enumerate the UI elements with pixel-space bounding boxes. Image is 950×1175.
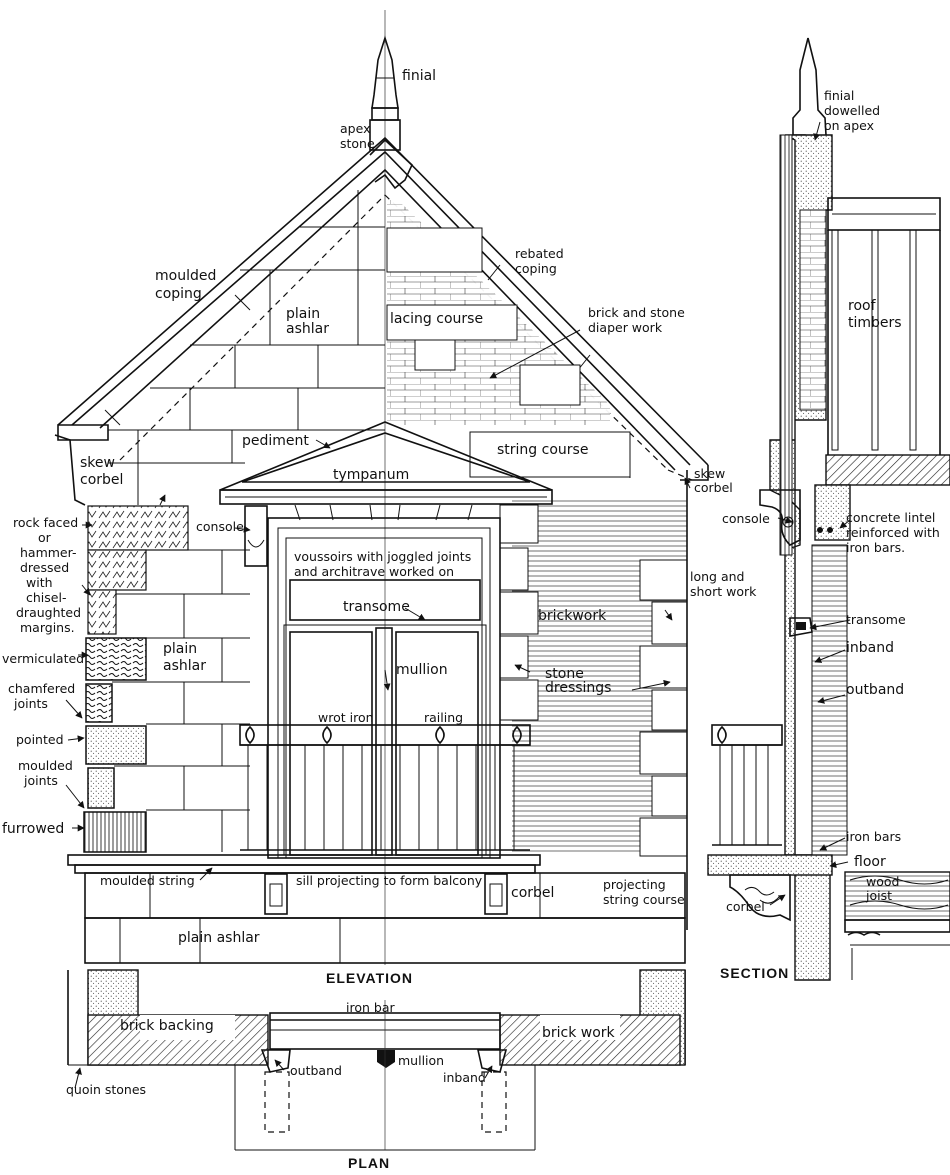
label-finial: finial [402,68,436,84]
label-finial-dowelled-1: finial [824,88,854,103]
label-plan-mullion: mullion [398,1053,444,1068]
dashed-line-left [119,194,386,461]
label-string-course: string course [497,442,588,458]
label-floor: floor [854,854,886,870]
label-roof-timbers-1: roof [848,298,877,314]
label-rock-faced-2: or [38,530,52,545]
label-lacing-course: lacing course [390,311,483,327]
label-moulded-joints-1: moulded [18,758,73,773]
label-apex-line2: stone [340,136,375,151]
label-tympanum: tympanum [333,467,409,483]
label-rebated-coping-2: coping [515,261,557,276]
label-section-transome: transome [846,612,906,627]
label-quoin-stones: quoin stones [66,1082,146,1097]
label-iron-bars: iron bars [846,829,901,844]
label-console: console [196,519,244,534]
label-brick-backing: brick backing [120,1018,214,1034]
label-moulded-coping-2: coping [155,286,202,302]
label-moulded-coping-1: moulded [155,268,216,284]
pediment-shape [219,421,553,567]
label-projecting-2: string course [603,892,685,907]
label-vermiculated: vermiculated [2,651,84,666]
label-concrete-lintel-1: concrete lintel [846,510,935,525]
label-section-console: console [722,511,770,526]
label-rock-faced-6: chisel- [26,590,66,605]
elevation-drawing [54,10,709,965]
diaper-work-area [386,200,631,478]
label-wrot-iron: wrot iron [318,710,374,725]
label-finial-dowelled-3: on apex [824,118,874,133]
section-drawing [707,37,950,981]
label-stone-dressings-2: dressings [545,680,611,696]
label-rock-faced-7: draughted [16,605,81,620]
label-corbel-elevation: corbel [511,885,554,901]
label-roof-timbers-2: timbers [848,315,902,331]
label-plain-ashlar-upper-2: ashlar [286,321,329,337]
label-sill: sill projecting to form balcony [296,873,483,888]
label-moulded-string: moulded string [100,873,195,888]
leader-lines [65,121,851,1089]
label-brick-work: brick work [542,1025,616,1041]
label-moulded-joints-2: joints [23,773,58,788]
label-rebated-coping-1: rebated [515,246,564,261]
label-skew-corbel-right-1: skew [694,466,725,481]
label-outband: outband [846,682,904,698]
label-chamfered-1: chamfered [8,681,75,696]
label-mullion: mullion [396,662,448,678]
label-plan-outband: outband [290,1063,342,1078]
label-rock-faced-3: hammer- [20,545,76,560]
label-voussoirs-2: and architrave worked on [294,564,454,579]
label-transome: transome [343,599,410,615]
plan-drawing [67,969,686,1151]
label-diaper-1: brick and stone [588,305,685,320]
finial-shape [369,35,401,151]
label-section-corbel: corbel [726,899,765,914]
label-concrete-lintel-3: iron bars. [846,540,905,555]
label-long-short-2: short work [690,584,757,599]
brickwork-area [499,470,688,930]
label-wood-joist-2: joist [865,888,892,903]
label-plain-ashlar-mid-2: ashlar [163,658,206,674]
label-pointed: pointed [16,732,64,747]
label-finial-dowelled-2: dowelled [824,103,880,118]
label-voussoirs-1: voussoirs with joggled joints [294,549,471,564]
label-rock-faced-4: dressed [20,560,69,575]
moulded-string [67,854,686,964]
label-projecting-1: projecting [603,877,666,892]
label-iron-bar: iron bar [346,1000,395,1015]
label-long-short-1: long and [690,569,744,584]
rock-faced-label-group: rock faced or hammer- dressed with chise… [13,515,81,635]
label-diaper-2: diaper work [588,320,663,335]
label-stone-dressings-1: stone [545,666,584,682]
label-concrete-lintel-2: reinforced with [846,525,940,540]
label-pediment: pediment [242,433,309,449]
label-wood-joist-1: wood [866,874,899,889]
label-rock-faced-1: rock faced [13,515,78,530]
label-brickwork: brickwork [538,608,607,624]
label-rock-faced-8: margins. [20,620,75,635]
caption-plan: PLAN [348,1155,390,1171]
balcony-railing [239,724,531,851]
label-skew-corbel-left-2: corbel [80,472,123,488]
caption-elevation: ELEVATION [326,970,413,986]
label-inband: inband [846,640,894,656]
label-railing: railing [424,710,463,725]
label-apex-line1: apex [340,121,370,136]
ashlar-blocks-lower [112,549,250,852]
label-furrowed: furrowed [2,821,64,837]
label-skew-corbel-right-2: corbel [694,480,733,495]
label-plain-ashlar-base: plain ashlar [178,930,260,946]
label-skew-corbel-left-1: skew [80,455,115,471]
label-plain-ashlar-mid-1: plain [163,641,197,657]
ashlar-blocks-left [108,190,385,505]
label-plan-inband: inband [443,1070,486,1085]
label-rock-faced-5: with [26,575,53,590]
caption-section: SECTION [720,965,789,981]
label-chamfered-2: joints [13,696,48,711]
label-plain-ashlar-upper-1: plain [286,306,320,322]
quoin-samples [83,505,189,853]
